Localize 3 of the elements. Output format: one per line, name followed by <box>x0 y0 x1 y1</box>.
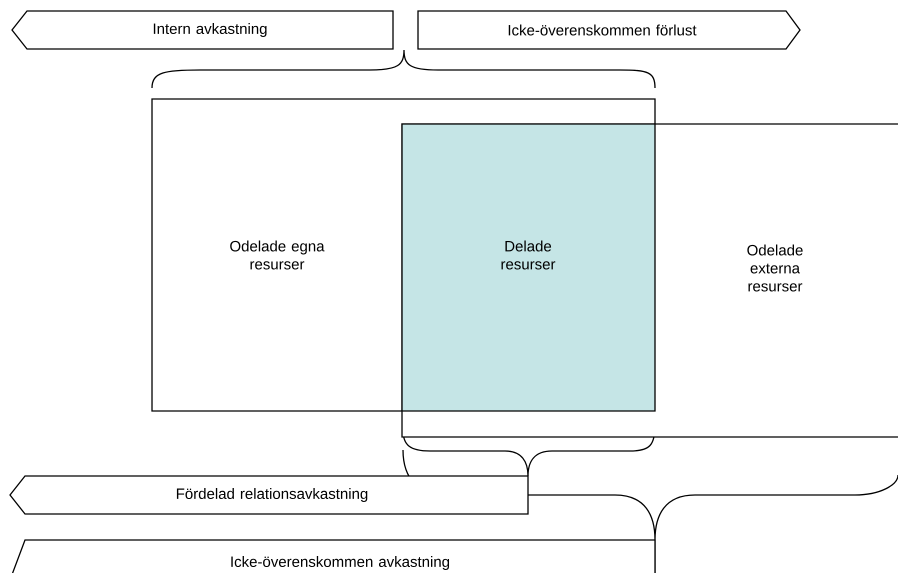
node-label: Icke-överenskommen avkastning <box>231 556 450 570</box>
arrow-box: Icke-överenskommen avkastning <box>9 539 656 573</box>
shared-resource-box: Delade resurser <box>401 123 656 412</box>
